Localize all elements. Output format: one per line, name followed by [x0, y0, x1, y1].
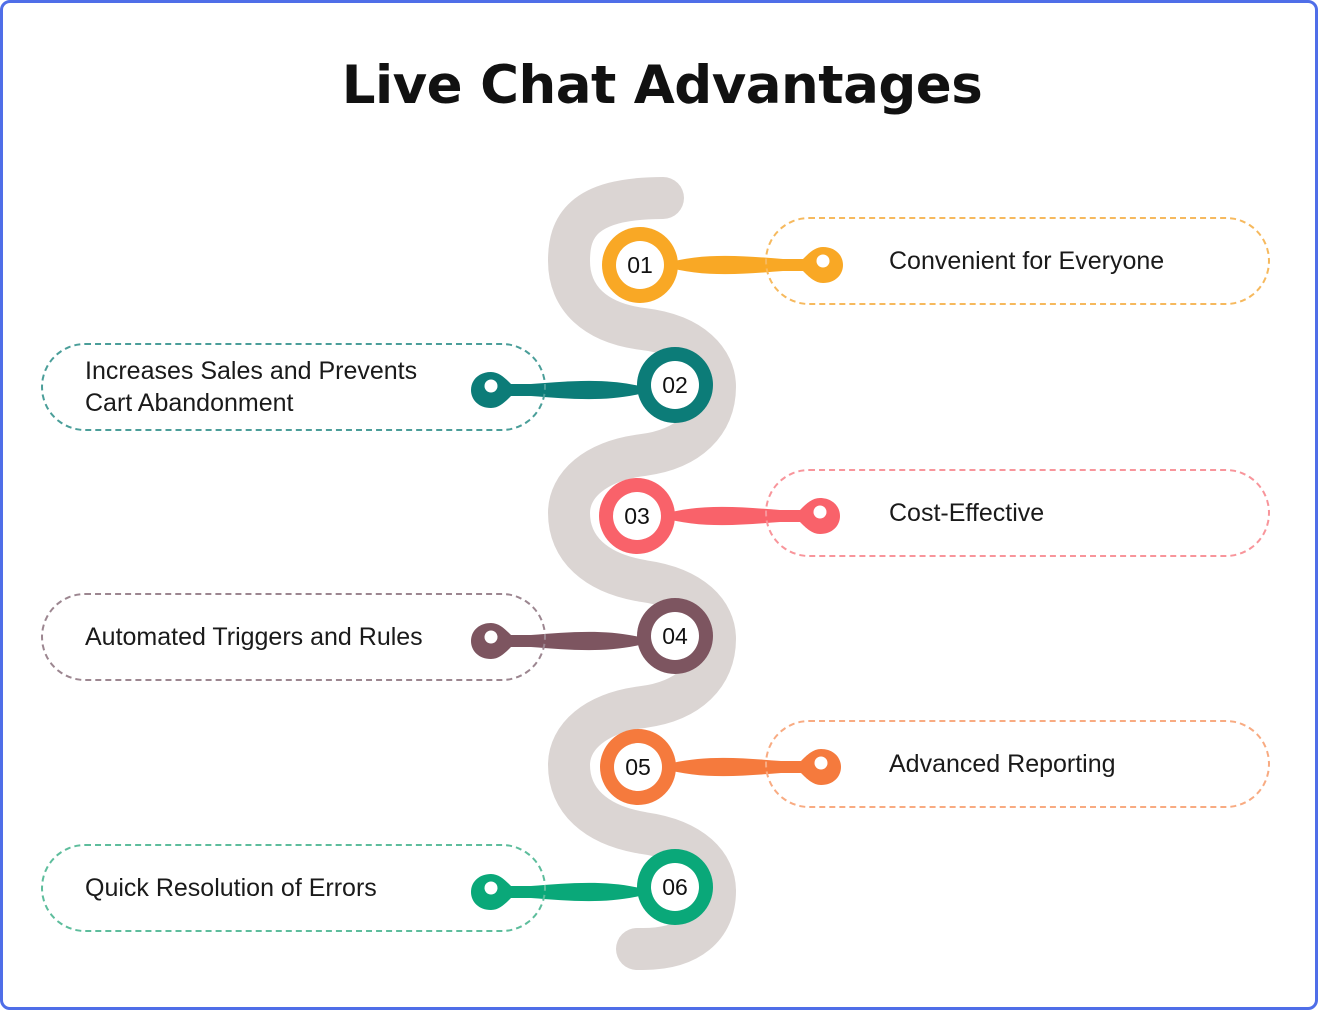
step-number-04: 04: [651, 612, 699, 660]
step-number-06: 06: [651, 863, 699, 911]
step-badge-04[interactable]: 04: [637, 598, 713, 674]
step-pill-03[interactable]: Cost-Effective: [765, 469, 1270, 557]
step-label-01: Convenient for Everyone: [889, 247, 1165, 275]
step-number-02: 02: [651, 361, 699, 409]
step-badge-06[interactable]: 06: [637, 849, 713, 925]
step-label-03: Cost-Effective: [889, 499, 1045, 527]
step-label-06: Quick Resolution of Errors: [85, 874, 377, 902]
step-number-05: 05: [614, 743, 662, 791]
step-pill-01[interactable]: Convenient for Everyone: [765, 217, 1270, 305]
step-badge-02[interactable]: 02: [637, 347, 713, 423]
step-label-04: Automated Triggers and Rules: [85, 623, 423, 651]
step-badge-03[interactable]: 03: [599, 478, 675, 554]
step-pill-04[interactable]: Automated Triggers and Rules: [41, 593, 546, 681]
step-badge-01[interactable]: 01: [602, 227, 678, 303]
serpentine-path: [547, 177, 737, 970]
step-label-02-line1: Increases Sales and Prevents: [85, 357, 418, 385]
page-title: Live Chat Advantages: [341, 55, 983, 116]
step-badge-05[interactable]: 05: [600, 729, 676, 805]
step-pill-06[interactable]: Quick Resolution of Errors: [41, 844, 546, 932]
step-number-01: 01: [616, 241, 664, 289]
step-pill-05[interactable]: Advanced Reporting: [765, 720, 1270, 808]
step-number-03: 03: [613, 492, 661, 540]
step-label-05: Advanced Reporting: [889, 750, 1116, 778]
step-label-02-line2: Cart Abandonment: [85, 389, 294, 417]
